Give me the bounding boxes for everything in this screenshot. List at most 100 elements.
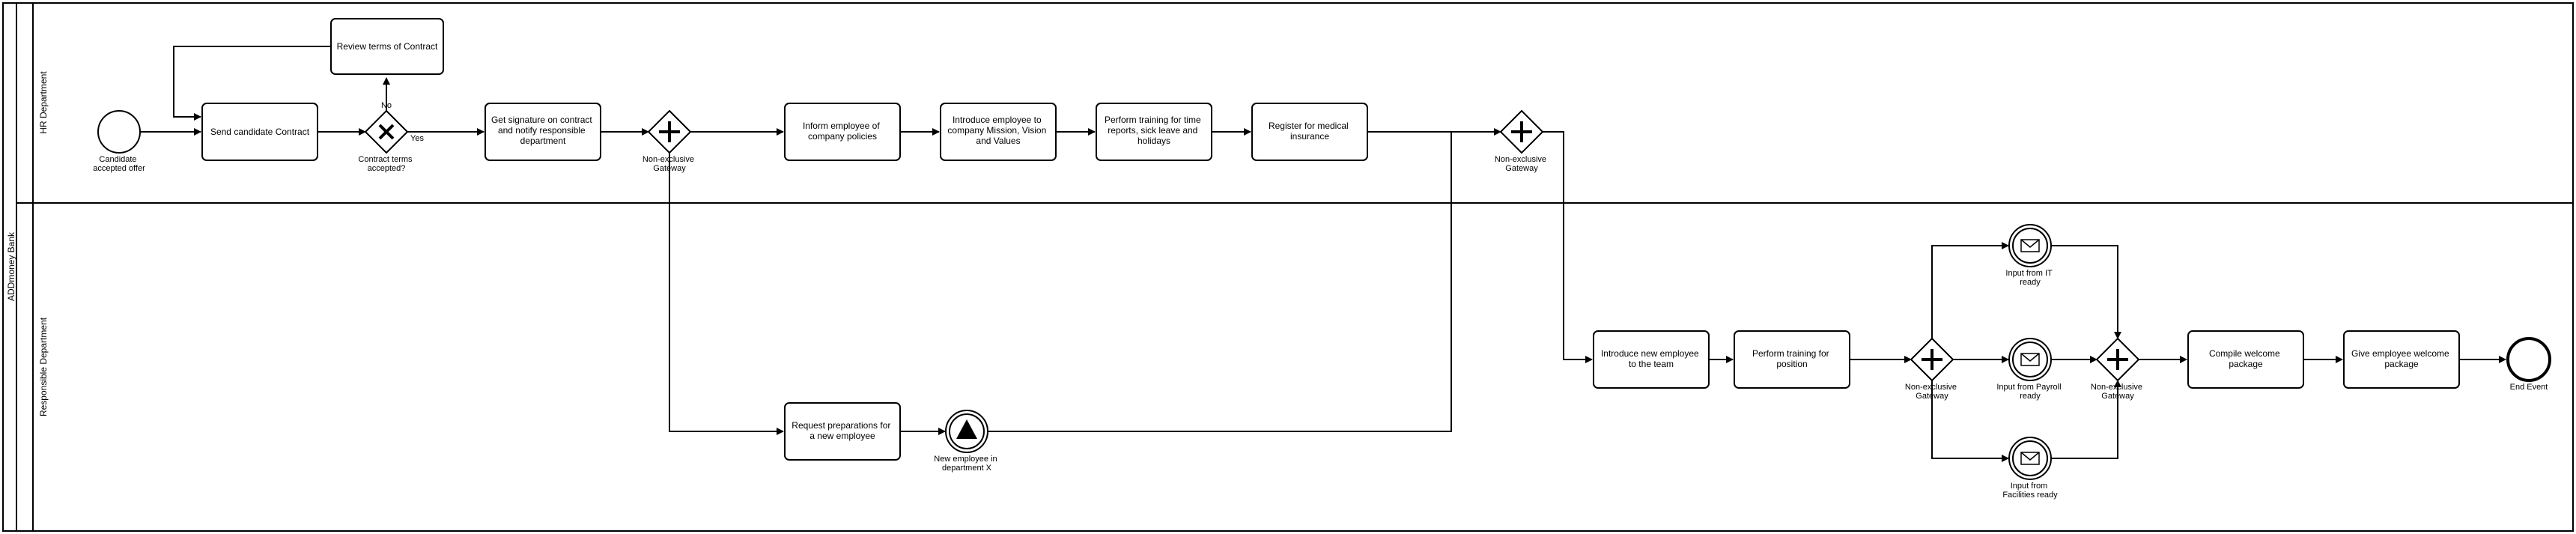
parallel-gateway-2[interactable]: Non-exclusive Gateway (1495, 109, 1549, 173)
message-event-payroll[interactable]: Input from Payroll ready (1996, 338, 2063, 401)
task-label: department (520, 136, 566, 146)
intermediate-event-new-employee[interactable]: New employee in department X (934, 410, 999, 473)
svg-text:Request preparations for: Request preparations for a new employee (792, 420, 893, 441)
flow-review-to-send (173, 46, 331, 121)
svg-text:Non-exclusive Gateway: Non-exclusive Gateway (2091, 383, 2145, 401)
plus-icon (659, 121, 680, 142)
task-label: package (2384, 359, 2419, 369)
task-label: company Mission, Vision (947, 125, 1046, 136)
task-label: position (1776, 359, 1807, 369)
event-label: ready (2020, 278, 2041, 287)
plus-icon (1511, 121, 1532, 142)
sequence-flows (140, 46, 2506, 462)
task-send-contract[interactable]: Send candidate Contract (201, 103, 318, 161)
gateway-label: Non-exclusive (2091, 383, 2142, 392)
task-label: to the team (1629, 359, 1674, 369)
task-training-time-reports[interactable]: Perform training for time reports, sick … (1096, 103, 1212, 161)
task-label: Give employee welcome (2351, 348, 2449, 359)
svg-text:Inform employee of compa: Inform employee of company policies (803, 121, 882, 142)
svg-text:Give employee welcome pa: Give employee welcome package (2351, 348, 2452, 369)
svg-text:New employee in departme: New employee in department X (934, 455, 999, 473)
envelope-icon (2020, 452, 2040, 465)
plus-icon (2107, 349, 2128, 370)
event-label: Input from IT (2005, 269, 2053, 278)
event-label: Input from Payroll (1996, 383, 2061, 392)
flow-label-no: No (381, 101, 392, 110)
task-request-preparations[interactable]: Request preparations for a new employee (784, 402, 901, 461)
lane-title-hr: HR Department (38, 71, 49, 134)
event-label: End Event (2510, 383, 2548, 392)
svg-text:Compile welcome package: Compile welcome package (2209, 348, 2282, 369)
gateway-label: accepted? (368, 164, 406, 173)
task-get-signature[interactable]: Get signature on contract and notify res… (484, 103, 601, 161)
task-label: Inform employee of (803, 121, 880, 131)
task-review-terms[interactable]: Review terms of Contract (330, 18, 444, 75)
task-give-package[interactable]: Give employee welcome package (2343, 330, 2460, 389)
task-register-insurance[interactable]: Register for medical insurance (1251, 103, 1368, 161)
flow-label-yes: Yes (410, 134, 424, 143)
task-introduce-mission[interactable]: Introduce employee to company Mission, V… (940, 103, 1057, 161)
task-inform-policies[interactable]: Inform employee of company policies (784, 103, 901, 161)
event-label: ready (2020, 392, 2041, 401)
envelope-icon (2020, 353, 2040, 366)
task-label: and notify responsible (498, 125, 586, 136)
pool-title: ADDmoney Bank (6, 231, 16, 301)
task-label: insurance (1290, 131, 1329, 142)
exclusive-gateway-contract[interactable]: Contract terms accepted? (358, 109, 414, 173)
svg-text:Register for medical ins: Register for medical insurance (1269, 121, 1351, 142)
task-label: Introduce new employee (1601, 348, 1699, 359)
svg-text:Perform training for pos: Perform training for position (1752, 348, 1832, 369)
flow-join-to-introduce-team (1543, 131, 1593, 363)
x-icon (378, 124, 395, 140)
task-training-position[interactable]: Perform training for position (1734, 330, 1850, 389)
svg-text:Review terms of Contract: Review terms of Contract (337, 41, 438, 52)
task-label: Introduce employee to (953, 115, 1042, 125)
gateway-label: Non-exclusive (1495, 155, 1546, 164)
task-compile-package[interactable]: Compile welcome package (2187, 330, 2304, 389)
envelope-icon (2020, 239, 2040, 252)
event-label: Candidate (99, 155, 136, 164)
task-label: Request preparations for (792, 420, 890, 431)
message-event-facilities[interactable]: Input from Facilities ready (2002, 437, 2058, 500)
svg-text:Introduce employee to co: Introduce employee to company Mission, V… (947, 115, 1048, 146)
parallel-gateway-4[interactable]: Non-exclusive Gateway (2091, 337, 2145, 401)
event-label: Facilities ready (2002, 491, 2058, 500)
parallel-gateway-1[interactable]: Non-exclusive Gateway (643, 109, 696, 173)
lane-title-responsible: Responsible Department (38, 317, 49, 416)
flow-facilities-to-merge (2052, 380, 2121, 459)
start-event[interactable]: Candidate accepted offer (93, 110, 145, 173)
task-label: Get signature on contract (491, 115, 592, 125)
gateway-label: Gateway (2101, 392, 2134, 401)
task-introduce-team[interactable]: Introduce new employee to the team (1593, 330, 1710, 389)
task-label: Perform training for (1752, 348, 1829, 359)
gateway-label: Gateway (1916, 392, 1948, 401)
svg-text:Input from IT ready: Input from IT ready (2005, 269, 2054, 287)
gateway-label: Gateway (653, 164, 686, 173)
flow-split-to-it (1931, 242, 2009, 339)
event-label: department X (942, 464, 992, 473)
task-label: and Values (976, 136, 1020, 146)
task-label: Compile welcome (2209, 348, 2280, 359)
svg-text:Contract terms accepted?: Contract terms accepted? (358, 155, 414, 173)
event-label: accepted offer (93, 164, 145, 173)
task-label: a new employee (809, 431, 875, 441)
plus-icon (1922, 349, 1942, 370)
event-label: New employee in (934, 455, 997, 464)
gateway-label: Gateway (1505, 164, 1538, 173)
svg-text:Perform training for time: Perform training for time reports, sick … (1105, 115, 1203, 146)
signal-triangle-icon (956, 419, 977, 439)
message-event-it[interactable]: Input from IT ready (2005, 224, 2054, 287)
svg-text:Input from Payroll ready: Input from Payroll ready (1996, 383, 2063, 401)
svg-text:Non-exclusive Gateway: Non-exclusive Gateway (1905, 383, 1959, 401)
end-event[interactable]: End Event (2506, 337, 2551, 392)
flow-parallel-to-request (669, 153, 784, 435)
task-label: company policies (808, 131, 877, 142)
svg-text:End Event: End Event (2510, 383, 2548, 392)
svg-text:Non-exclusive Gateway: Non-exclusive Gateway (1495, 155, 1549, 173)
event-label: Input from (2011, 482, 2048, 491)
task-label: Register for medical (1269, 121, 1349, 131)
parallel-gateway-3[interactable]: Non-exclusive Gateway (1905, 337, 1959, 401)
